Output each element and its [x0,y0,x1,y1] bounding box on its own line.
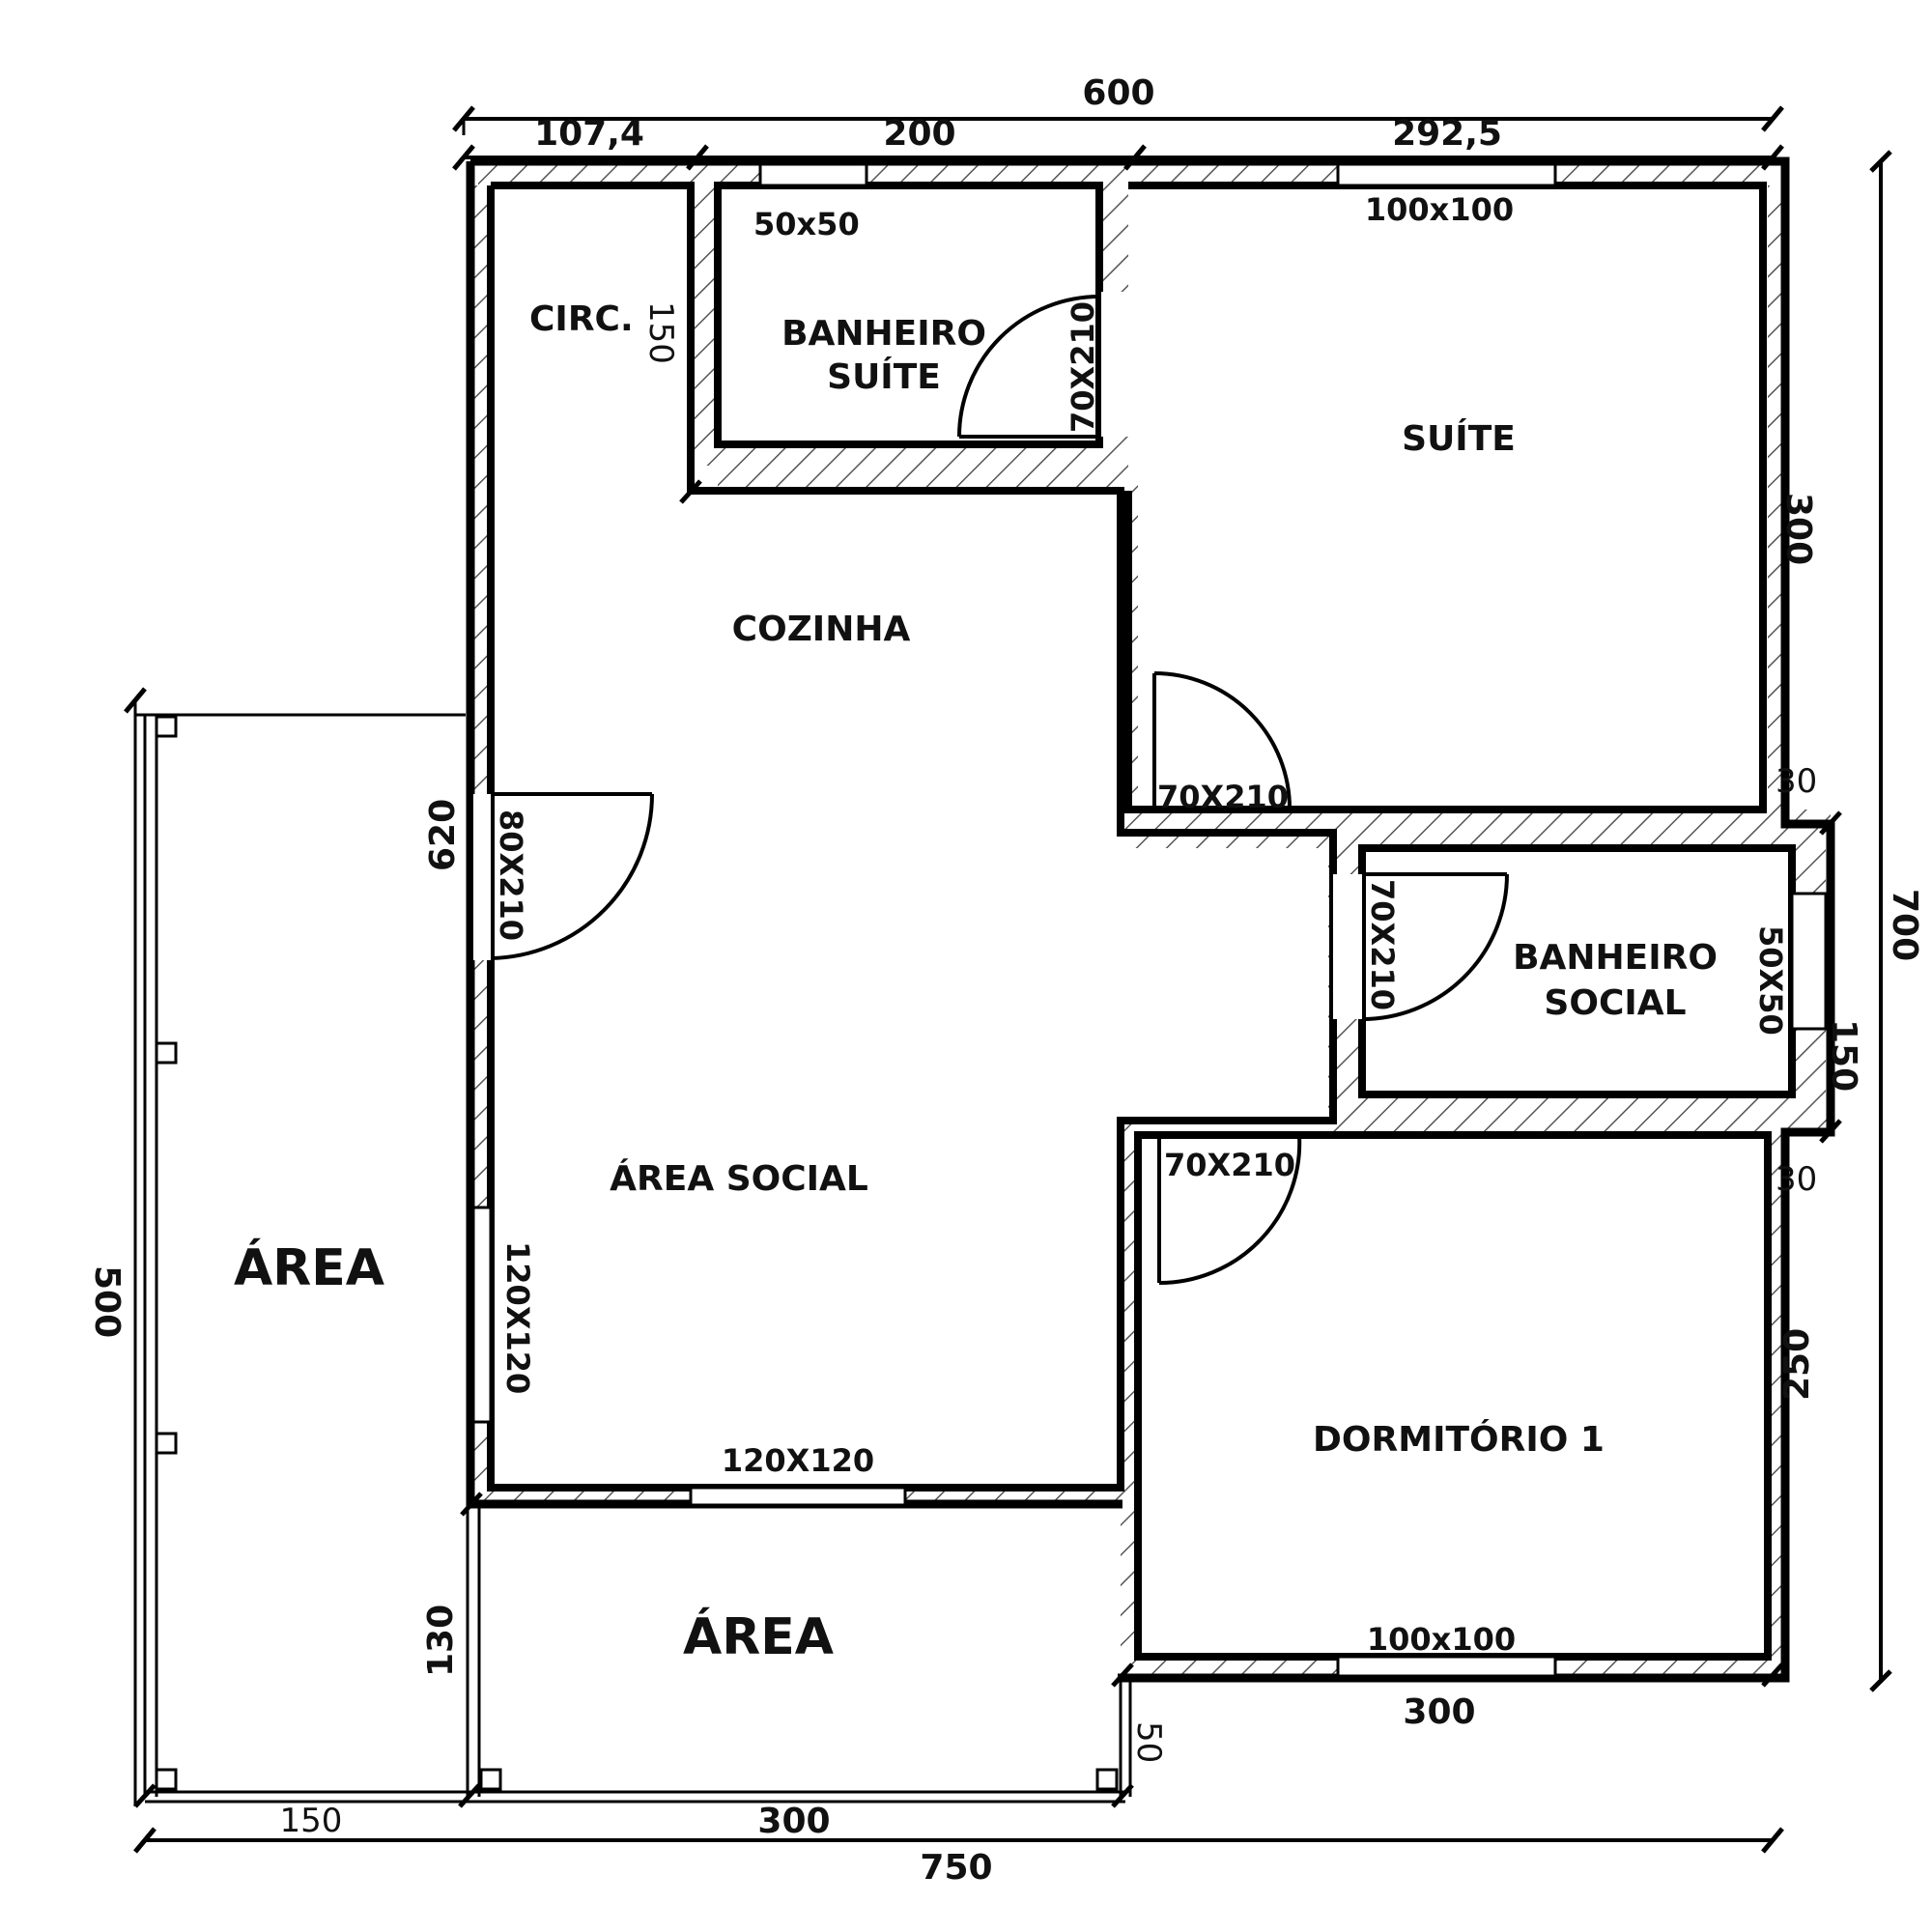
dim-bottom-750: 750 [920,1848,992,1888]
room-label-area-social: ÁREA SOCIAL [610,1158,868,1199]
room-labels: CIRC. BANHEIRO SUÍTE SUÍTE COZINHA ÁREA … [234,299,1718,1666]
pillar [155,1432,178,1455]
label-win-dorm: 100x100 [1367,1621,1516,1658]
door-entrance [473,792,654,960]
label-door-bath-social: 70X210 [1364,879,1401,1010]
dim-bottom-300: 300 [757,1802,830,1841]
dimension-lines [124,105,1892,1854]
dim-right-300: 300 [1778,493,1818,565]
dim-top-a: 107,4 [534,114,644,154]
label-win-suite: 100x100 [1365,191,1514,228]
wall-hatching [473,164,1831,1676]
dim-left-500: 500 [87,1265,127,1338]
opening-labels: 50x50 100x100 70X210 70X210 80X210 70X21… [493,191,1789,1658]
label-win-front-social: 120X120 [722,1442,874,1479]
pillar [155,1768,178,1791]
dim-right-30b: 30 [1776,1160,1817,1199]
label-win-side-social: 120X120 [499,1241,536,1394]
windows [471,162,1828,1678]
doors [473,292,1509,1286]
room-label-suite: SUÍTE [1402,418,1516,459]
dim-circ-150: 150 [641,301,680,364]
room-label-banheiro-social: BANHEIRO [1513,938,1718,978]
dim-right-700: 700 [1885,889,1924,961]
dim-top-b: 200 [883,114,955,154]
dim-top-total: 600 [1082,73,1154,113]
pillar [155,1041,178,1065]
dim-right-150: 150 [1824,1019,1863,1092]
room-label-circ: CIRC. [529,299,634,339]
dim-bottom-50: 50 [1129,1721,1168,1763]
label-win-bath-social: 50X50 [1752,925,1789,1036]
room-label-area-side: ÁREA [234,1238,384,1297]
label-door-bath-suite: 70X210 [1065,301,1101,433]
door-bath-suite [957,292,1128,439]
pillar [1095,1768,1119,1791]
dim-dorm-300: 300 [1403,1692,1475,1732]
label-door-dorm: 70X210 [1164,1147,1295,1183]
dim-bottom-150: 150 [280,1802,343,1840]
door-dorm [1157,1134,1302,1286]
pillar [155,715,178,738]
room-label-banheiro-suite-2: SUÍTE [827,356,941,397]
dim-right-30a: 30 [1776,762,1817,801]
dim-left-130: 130 [421,1605,461,1677]
label-door-entrance: 80X210 [493,810,529,941]
label-door-suite: 70X210 [1157,779,1289,815]
room-label-dormitorio: DORMITÓRIO 1 [1313,1419,1605,1460]
room-label-area-front: ÁREA [683,1607,834,1666]
pillar [479,1768,502,1791]
room-label-banheiro-suite: BANHEIRO [781,314,986,354]
dim-right-250: 250 [1777,1328,1817,1401]
room-label-banheiro-social-2: SOCIAL [1544,983,1686,1023]
door-suite [1152,671,1293,810]
label-win-bath-suite: 50x50 [753,206,860,242]
dimension-labels: 600 107,4 200 292,5 150 300 30 150 700 3… [87,73,1924,1888]
outer-walls [466,156,1835,1683]
dim-top-c: 292,5 [1392,114,1502,154]
door-bath-social [1333,872,1509,1021]
room-label-cozinha: COZINHA [732,610,911,649]
dim-left-620: 620 [423,799,463,871]
porch-lines [135,713,1132,1804]
